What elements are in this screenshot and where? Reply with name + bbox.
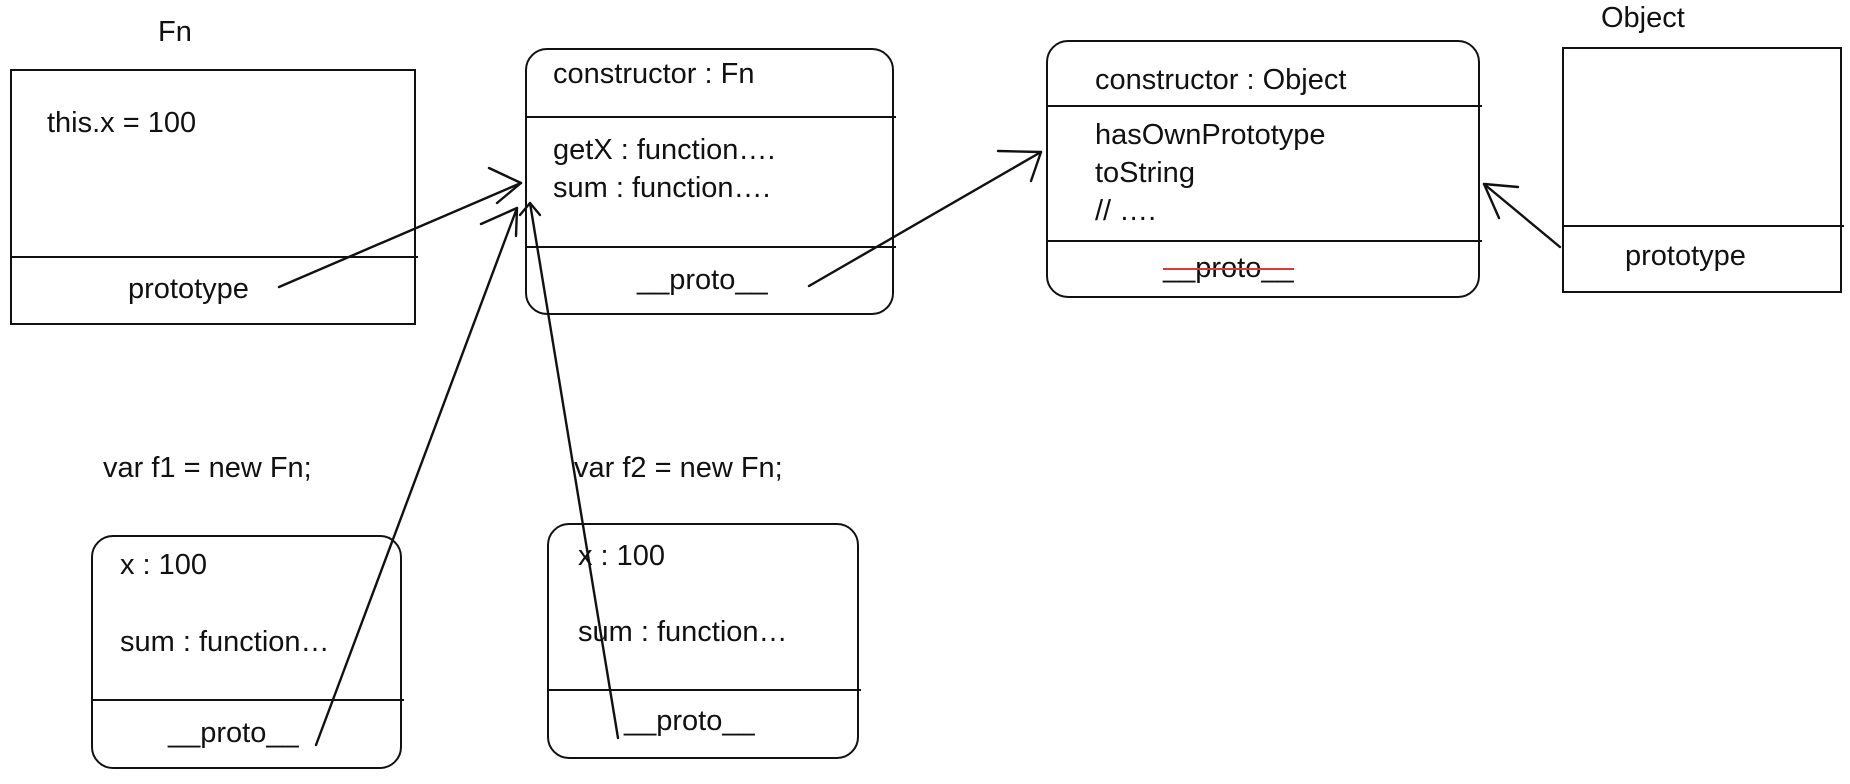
fn-prototype-divider-top	[527, 116, 896, 118]
object-prototype-member-hasownprototype: hasOwnPrototype	[1095, 119, 1326, 151]
arrow-f1-proto-head	[479, 206, 519, 238]
object-prototype-member-tostring: toString	[1095, 157, 1195, 189]
object-box-divider	[1564, 225, 1844, 227]
object-prototype-constructor: constructor : Object	[1095, 64, 1347, 96]
fn-prototype-proto: __proto__	[637, 264, 768, 296]
fn-prototype-constructor: constructor : Fn	[553, 58, 755, 90]
object-title: Object	[1601, 2, 1685, 34]
fn-prototype-label: prototype	[128, 273, 249, 305]
f2-instance-box: x : 100 sum : function… __proto__	[547, 523, 861, 759]
f1-declaration: var f1 = new Fn;	[103, 452, 312, 484]
f1-sum-property: sum : function…	[120, 626, 330, 658]
fn-prototype-divider-bottom	[527, 246, 896, 248]
fn-title: Fn	[158, 16, 192, 48]
f2-proto: __proto__	[624, 705, 755, 737]
arrow-fn-prototype-head	[487, 166, 523, 205]
fn-body-text: this.x = 100	[47, 107, 197, 139]
object-prototype-box: constructor : Object hasOwnPrototype toS…	[1046, 40, 1482, 298]
object-prototype-proto-struck: __proto__	[1163, 252, 1294, 284]
arrow-object-prototype-link	[1482, 182, 1562, 249]
f2-x-property: x : 100	[578, 540, 666, 572]
arrow-object-prototype-head	[1482, 182, 1520, 220]
f1-x-property: x : 100	[120, 549, 208, 581]
fn-prototype-method-sum: sum : function….	[553, 172, 771, 204]
object-prototype-member-ellipsis: // ….	[1095, 195, 1157, 227]
f2-sum-property: sum : function…	[578, 616, 788, 648]
f2-divider	[549, 689, 861, 691]
f1-instance-box: x : 100 sum : function… __proto__	[91, 535, 404, 769]
fn-box-divider	[12, 256, 418, 258]
f1-proto: __proto__	[168, 717, 299, 749]
object-prototype-divider-bottom	[1048, 240, 1482, 242]
object-function-box: prototype	[1562, 47, 1844, 293]
fn-function-box: this.x = 100 prototype	[10, 69, 418, 325]
object-prototype-label: prototype	[1625, 240, 1746, 272]
f2-declaration: var f2 = new Fn;	[574, 452, 783, 484]
fn-prototype-box: constructor : Fn getX : function…. sum :…	[525, 48, 896, 315]
f1-divider	[93, 699, 404, 701]
fn-prototype-method-getx: getX : function….	[553, 134, 776, 166]
arrow-fn-proto-head	[996, 149, 1043, 183]
object-prototype-divider-top	[1048, 105, 1482, 107]
